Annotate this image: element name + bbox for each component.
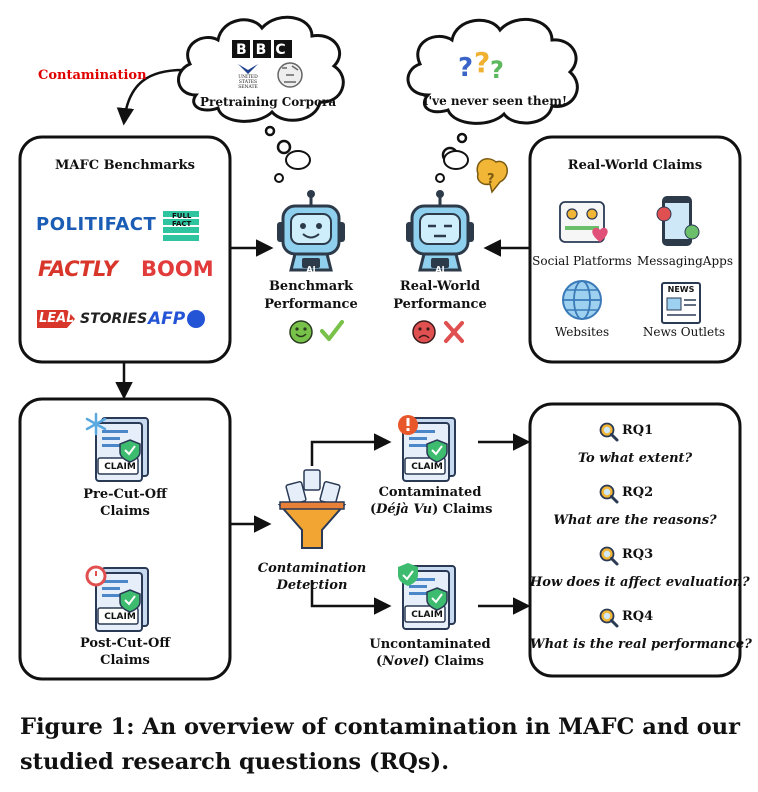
- source-news-outlets: News Outlets: [642, 325, 726, 339]
- pretraining-cloud: [177, 15, 345, 155]
- question-marks-icon: ? ? ?: [458, 46, 504, 84]
- timer-icon: [85, 565, 107, 587]
- happy-face-icon: [289, 320, 313, 344]
- real-world-claims-title: Real-World Claims: [567, 158, 703, 173]
- contaminated-label-2: (Déjà Vu) Claims: [370, 502, 493, 517]
- sad-face-icon: [412, 320, 436, 344]
- check-mark-icon: [320, 320, 344, 341]
- contamination-funnel-icon: [277, 469, 347, 549]
- source-social-platforms: Social Platforms: [532, 254, 632, 268]
- svg-text:?: ?: [487, 172, 495, 187]
- caption-line-1: Figure 1: An overview of contamination i…: [20, 714, 740, 740]
- websites-globe-icon: [562, 280, 602, 320]
- never-seen-label: I've never seen them!: [422, 94, 568, 108]
- realworld-performance-label-2: Performance: [393, 297, 487, 312]
- post-cutoff-label-1: Post-Cut-Off: [79, 636, 170, 651]
- realworld-robot-ai-badge: AI: [435, 265, 445, 274]
- afp-logo: AFP: [148, 309, 186, 329]
- pre-cutoff-doc-label: CLAIM: [104, 462, 136, 472]
- rq3-label: RQ3: [622, 547, 654, 562]
- benchmark-robot-ai-badge: AI: [306, 265, 316, 274]
- svg-text:?: ?: [458, 53, 473, 83]
- rq1-question: To what extent?: [577, 451, 693, 466]
- snowflake-icon: [85, 412, 107, 436]
- research-questions-box: [528, 402, 742, 678]
- question-bubble-icon: ?: [476, 158, 508, 194]
- cross-mark-icon: [444, 321, 464, 343]
- pretraining-corpora-label: Pretraining Corpora: [200, 95, 337, 109]
- uncontaminated-label-2: (Novel) Claims: [376, 654, 484, 669]
- pre-cutoff-label-2: Claims: [100, 504, 150, 519]
- wikipedia-globe-icon: [277, 62, 303, 88]
- benchmark-performance-label-2: Performance: [264, 297, 358, 312]
- news-outlets-icon: [661, 282, 701, 324]
- bbc-logo: [232, 40, 292, 58]
- rq2-question: What are the reasons?: [553, 513, 717, 528]
- rq3-question: How does it affect evaluation?: [530, 575, 750, 590]
- rq2-label: RQ2: [622, 485, 654, 500]
- senate-logo-text: UNITED STATES SENATE: [238, 75, 258, 90]
- benchmark-robot-icon: [275, 188, 347, 272]
- contamination-arrow: [116, 68, 184, 126]
- factly-logo: FACTLY: [38, 257, 118, 281]
- uncontaminated-doc-label: CLAIM: [411, 610, 443, 620]
- mafc-benchmarks-title: MAFC Benchmarks: [54, 158, 195, 173]
- svg-text:?: ?: [474, 46, 490, 79]
- messaging-apps-icon: [656, 196, 700, 246]
- afp-dot-icon: [187, 310, 205, 328]
- politifact-logo: POLITIFACT: [36, 214, 157, 235]
- post-cutoff-doc-label: CLAIM: [104, 612, 136, 622]
- robot-thought-bubble-right: [435, 150, 469, 183]
- post-cutoff-label-2: Claims: [100, 653, 150, 668]
- lead-stories-logo: LEAD STORIES: [39, 311, 73, 326]
- svg-text:?: ?: [490, 56, 504, 84]
- contaminated-label-1: Contaminated: [378, 485, 482, 500]
- fullfact-logo-text: FULL FACT: [172, 212, 192, 228]
- rq1-label: RQ1: [622, 423, 654, 438]
- caption-line-2: studied research questions (RQs).: [20, 749, 450, 775]
- boom-logo: BOOM: [141, 257, 214, 281]
- contamination-detection-label-1: Contamination: [257, 561, 367, 576]
- realworld-performance-label-1: Real-World: [399, 279, 481, 294]
- senate-seal-icon: [238, 64, 258, 74]
- bbc-logo-text: BBC: [236, 42, 295, 58]
- fullfact-logo-bars: [163, 211, 199, 241]
- news-icon-text: NEWS: [667, 285, 695, 294]
- contaminated-doc-label: CLAIM: [411, 462, 443, 472]
- green-shield-badge-icon: [398, 563, 418, 586]
- contamination-detection-label-2: Detection: [276, 578, 348, 593]
- social-platforms-icon: [559, 201, 608, 243]
- source-websites: Websites: [554, 325, 610, 339]
- funnel-to-uncontaminated-arrow: [310, 580, 392, 615]
- source-messaging-apps: MessagingApps: [637, 254, 733, 268]
- lead-stories-logo-tail: STORIES: [80, 311, 148, 327]
- figure-caption: Figure 1: An overview of contamination i…: [20, 710, 740, 780]
- pre-cutoff-label-1: Pre-Cut-Off: [83, 487, 167, 502]
- uncontaminated-label-1: Uncontaminated: [369, 637, 491, 652]
- lead-stories-badge: [37, 310, 75, 328]
- realworld-robot-icon: [404, 188, 476, 272]
- contamination-label: Contamination: [38, 68, 147, 83]
- mafc-benchmarks-box: [18, 135, 232, 364]
- rq4-question: What is the real performance?: [530, 637, 752, 652]
- claims-split-box: [18, 397, 232, 681]
- rq4-label: RQ4: [622, 609, 654, 624]
- robot-thought-bubble-left: [274, 150, 311, 183]
- warning-badge-icon: [398, 415, 418, 435]
- funnel-to-contaminated-arrow: [310, 433, 392, 466]
- benchmark-performance-label-1: Benchmark: [268, 279, 354, 294]
